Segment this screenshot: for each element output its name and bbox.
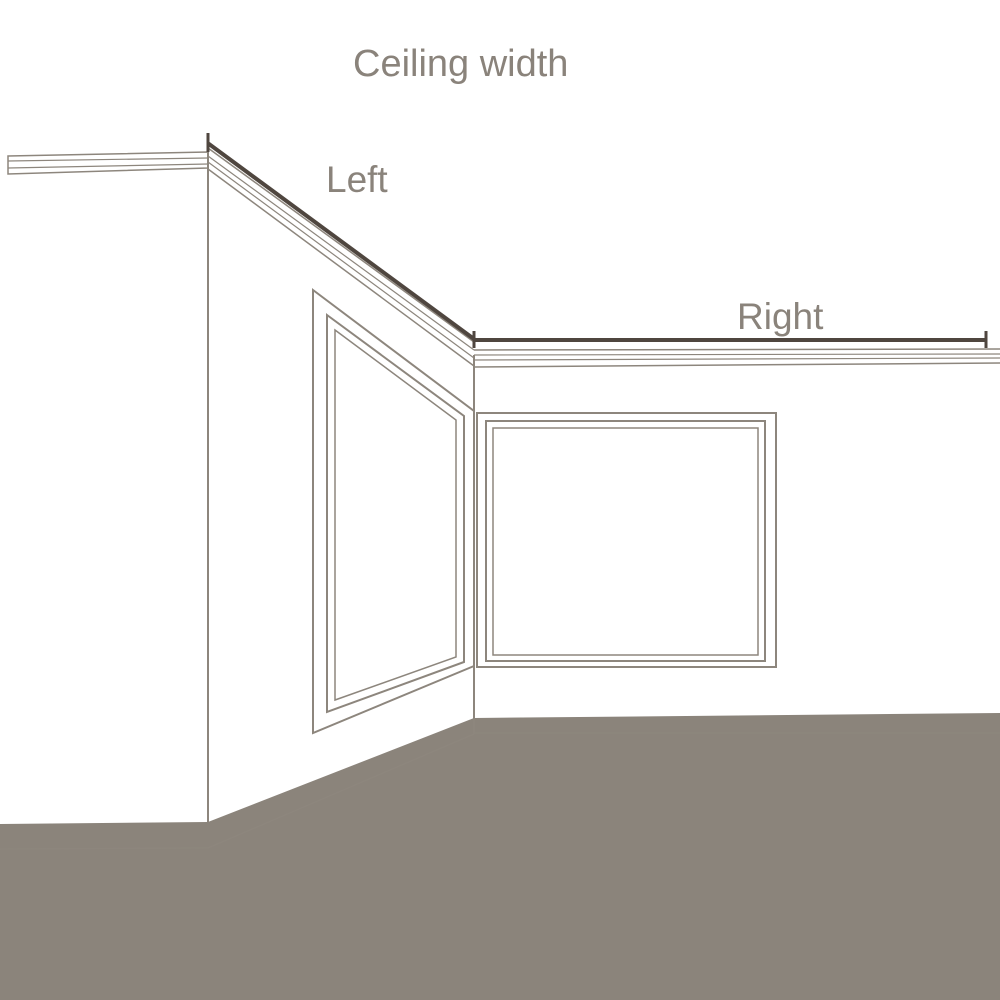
cornice-right-wall (473, 348, 1000, 368)
left-measurement-label: Left (326, 159, 388, 200)
cornice-left-wall (207, 147, 475, 367)
measure-line-left (206, 133, 476, 341)
baseboard-left (0, 733, 475, 850)
right-measurement-label: Right (737, 296, 824, 337)
floor (0, 713, 1000, 1000)
cornice-far-left (7, 151, 209, 175)
panel-moulding-left-wall (312, 287, 475, 735)
ceiling-width-title: Ceiling width (353, 43, 569, 85)
measure-line-right (472, 331, 988, 348)
panel-moulding-right-wall (476, 412, 777, 668)
